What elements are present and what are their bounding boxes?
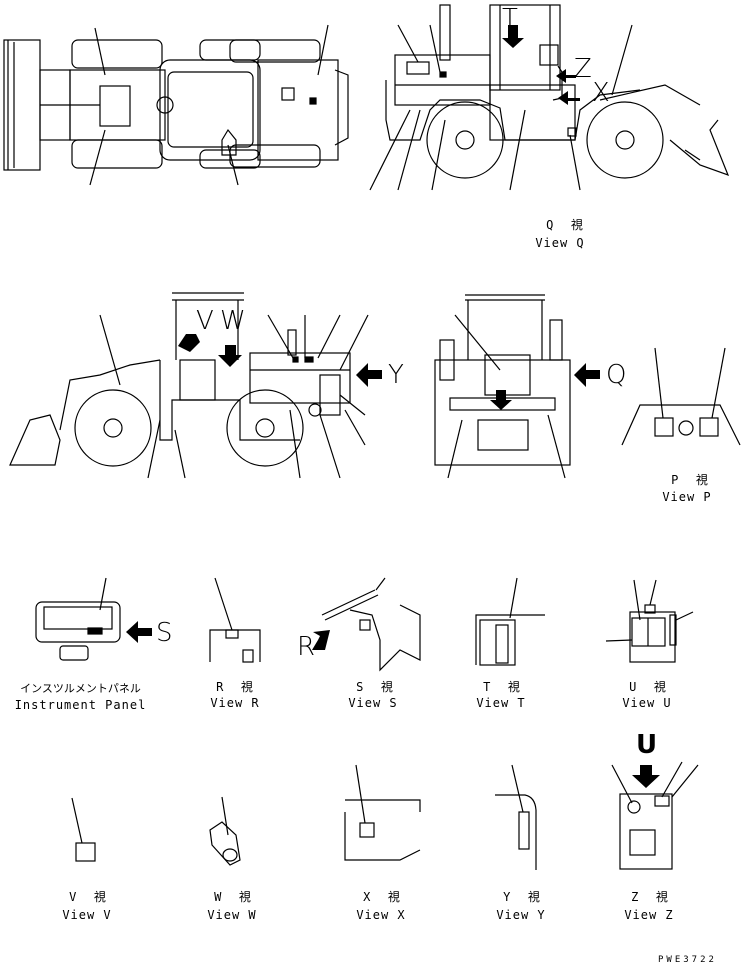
view-u-drawing bbox=[605, 579, 694, 663]
view-t-caption-jp: T 視 bbox=[483, 680, 521, 694]
view-t-caption-en: View T bbox=[476, 696, 526, 710]
view-r-caption-en: View R bbox=[210, 696, 260, 710]
view-w-caption-en: View W bbox=[207, 908, 257, 922]
arrow-z2 bbox=[558, 91, 580, 105]
view-x-caption-jp: X 視 bbox=[363, 890, 401, 904]
arrow-w bbox=[218, 345, 242, 367]
letter-s: S bbox=[156, 618, 173, 648]
view-s-caption-jp: S 視 bbox=[356, 680, 394, 694]
letter-v: V bbox=[196, 306, 214, 336]
instrument-panel-caption-en: Instrument Panel bbox=[14, 698, 147, 712]
letter-y: Y bbox=[388, 360, 404, 390]
letter-w: W bbox=[220, 306, 246, 336]
arrow-v bbox=[178, 334, 200, 352]
view-z-drawing bbox=[611, 761, 699, 870]
instrument-panel-drawing bbox=[35, 577, 121, 661]
view-arrows bbox=[126, 25, 660, 788]
drawing-code: PWE3722 bbox=[658, 955, 717, 965]
side-view-right bbox=[369, 4, 730, 191]
arrow-front-down bbox=[490, 390, 512, 410]
view-y-caption-en: View Y bbox=[496, 908, 546, 922]
view-v-caption-jp: V 視 bbox=[69, 890, 107, 904]
front-view bbox=[434, 294, 571, 479]
letter-x: X bbox=[592, 78, 610, 108]
arrow-r bbox=[312, 630, 330, 650]
view-q-caption-jp: Q 視 bbox=[546, 218, 584, 232]
view-y-caption-jp: Y 視 bbox=[503, 890, 541, 904]
view-q-caption-en: View Q bbox=[535, 236, 585, 250]
view-t-drawing bbox=[475, 577, 545, 666]
top-plan-view bbox=[3, 24, 349, 186]
view-v-drawing bbox=[71, 797, 96, 862]
view-p-drawing bbox=[621, 347, 741, 446]
view-p-caption-jp: P 視 bbox=[671, 473, 709, 487]
view-p-caption-en: View P bbox=[662, 490, 712, 504]
view-u-caption-en: View U bbox=[622, 696, 672, 710]
arrow-s bbox=[126, 621, 152, 643]
view-r-caption-jp: R 視 bbox=[216, 680, 254, 694]
letter-t: T bbox=[502, 4, 518, 34]
arrow-u bbox=[632, 765, 660, 788]
view-z-caption-jp: Z 視 bbox=[631, 890, 669, 904]
view-x-drawing bbox=[344, 764, 421, 861]
view-s-caption-en: View S bbox=[348, 696, 398, 710]
arrow-q bbox=[574, 363, 600, 387]
view-r-drawing bbox=[209, 577, 261, 663]
view-z-caption-en: View Z bbox=[624, 908, 674, 922]
instrument-panel-caption-jp: インスツルメントパネル bbox=[20, 682, 141, 695]
view-w-drawing bbox=[209, 796, 241, 866]
letter-q: Q bbox=[606, 360, 627, 390]
view-s-drawing bbox=[321, 577, 421, 672]
view-x-caption-en: View X bbox=[356, 908, 406, 922]
view-y-drawing bbox=[495, 764, 537, 870]
view-w-caption-jp: W 視 bbox=[214, 890, 252, 904]
view-u-caption-jp: U 視 bbox=[629, 680, 667, 694]
view-v-caption-en: View V bbox=[62, 908, 112, 922]
letter-r: R bbox=[297, 632, 316, 662]
arrow-y bbox=[356, 363, 382, 387]
letter-z: Z bbox=[574, 54, 592, 84]
side-view-left bbox=[9, 292, 369, 479]
arrow-t bbox=[502, 25, 524, 48]
arrow-z1 bbox=[556, 69, 576, 83]
letter-u: U bbox=[636, 730, 658, 760]
